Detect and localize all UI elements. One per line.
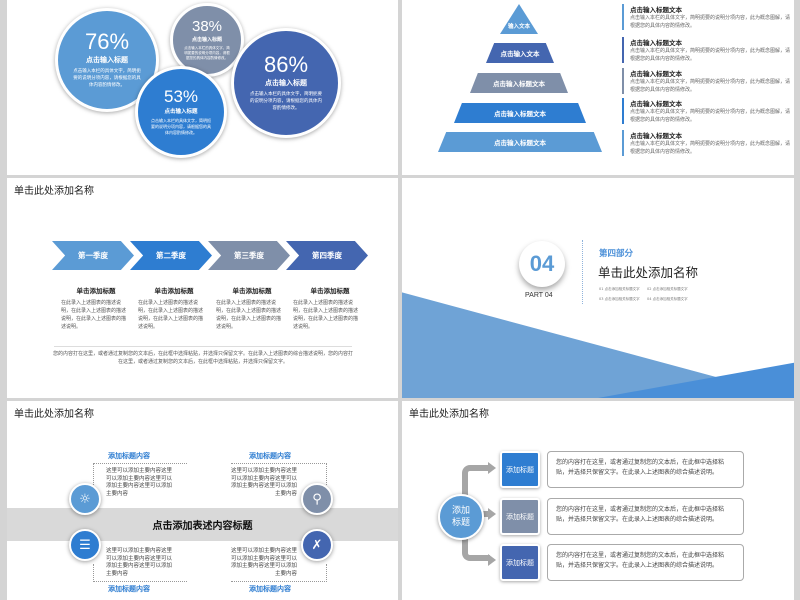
slide-thumbnail-3[interactable]: 单击此处添加名称 第一季度 第二季度 第三季度 第四季度 单击添加标题 单击添加… (7, 178, 398, 398)
stat-title: 点击输入标题 (86, 56, 128, 64)
quarter-desc: 在此录入上述图表的描述说明，在此录入上述图表的描述说明，在此录入上述图表的描述说… (61, 300, 127, 330)
stat-circle-86: 86% 点击输入标题 点击输入本栏的具体文字，简明扼要的说明分项内容，请根据您的… (231, 28, 341, 138)
quarter-heading: 单击添加标题 (310, 287, 350, 295)
tools-icon: ✗ (301, 529, 333, 561)
dotted-frame-bl (93, 564, 187, 582)
slide-thumbnail-1[interactable]: 76% 点击输入标题 点击输入本栏的具体文字，简明扼要的说明分项内容，请根据您的… (7, 0, 398, 175)
pyramid-tier-4: 点击输入标题文本 (454, 103, 586, 123)
quarter-heading: 单击添加标题 (76, 287, 116, 295)
stat-desc: 点击输入本栏的具体文字，简明扼要的说明分项内容，请根据您的具体内容酌情修改。 (249, 92, 322, 111)
stat-desc: 点击输入本栏的具体文字，简明扼要的说明分项内容，请根据您的具体内容酌情修改。 (184, 46, 230, 60)
section-number-circle: 04 (519, 241, 565, 287)
divider (54, 346, 352, 347)
row-label-1: 添加标题 (500, 451, 540, 488)
note-title: 点击输入标题文本 (630, 39, 682, 47)
slide-thumbnail-2[interactable]: 输入文本 点击输入文本 点击输入标题文本 点击输入标题文本 点击输入标题文本 点… (402, 0, 794, 175)
row-text-1: 您的内容打在这里，或者通过复制您的文本后，在此框中选择粘贴，并选择只保留文字。在… (547, 451, 744, 488)
stat-circle-53: 53% 点击输入标题 点击输入本栏的具体文字，简明扼要的说明分项内容，请根据您的… (135, 66, 227, 158)
stat-desc: 点击输入本栏的具体文字，简明扼要的说明分项内容，请根据您的具体内容酌情修改。 (151, 118, 211, 135)
pyramid-tier-2: 点击输入文本 (486, 43, 554, 63)
footer-text: 您的内容打在这里，或者通过复制您的文本后，在此框中选择粘贴，并选择只保留文字。在… (52, 351, 353, 365)
section-item: 03 点击添加相关标题文字 (599, 297, 640, 301)
magnifier-chart-icon: ⚲ (301, 483, 333, 515)
block-text: 这里可以添加主要内容这里可以添加主要内容这里可以添加主要内容这里可以添加主要内容 (106, 468, 173, 497)
dotted-frame-br (231, 564, 327, 582)
slide-title: 单击此处添加名称 (14, 409, 94, 420)
arrowhead (488, 462, 496, 474)
quarter-chevron-2: 第二季度 (130, 241, 212, 270)
slide-thumbnail-4[interactable]: 04 PART 04 第四部分 单击此处添加名称 01 点击添加相关标题文字 0… (402, 178, 794, 398)
pyramid-tier-1: 输入文本 (500, 4, 538, 34)
background-shape-left (402, 292, 794, 398)
section-item: 02 点击添加相关标题文字 (647, 287, 688, 291)
pyramid-tier-5: 点击输入标题文本 (438, 132, 602, 152)
stat-percent: 86% (263, 52, 309, 77)
clipboard-icon: ☰ (69, 529, 101, 561)
quarter-chevron-3: 第三季度 (208, 241, 290, 270)
block-heading: 添加标题内容 (249, 452, 291, 460)
block-heading: 添加标题内容 (108, 452, 150, 460)
note-desc: 点击输入本栏的具体文字，简明扼要的说明分项内容，此为概念图解，请根据您的具体内容… (630, 141, 791, 155)
lightbulb-icon: ☼ (69, 483, 101, 515)
stat-percent: 76% (84, 29, 130, 54)
note-desc: 点击输入本栏的具体文字，简明扼要的说明分项内容，此为概念图解，请根据您的具体内容… (630, 15, 791, 29)
note-desc: 点击输入本栏的具体文字，简明扼要的说明分项内容，此为概念图解，请根据您的具体内容… (630, 48, 791, 62)
note-title: 点击输入标题文本 (630, 6, 682, 14)
pyramid-note-2: 点击输入标题文本点击输入本栏的具体文字，简明扼要的说明分项内容，此为概念图解，请… (622, 37, 792, 63)
note-desc: 点击输入本栏的具体文字，简明扼要的说明分项内容，此为概念图解，请根据您的具体内容… (630, 79, 791, 93)
slide-thumbnail-6[interactable]: 单击此处添加名称 添加标题 添加标题 添加标题 添加标题 您的内容打在这里，或者… (402, 401, 794, 600)
dotted-frame-tr (231, 463, 327, 485)
block-text: 这里可以添加主要内容这里可以添加主要内容这里可以添加主要内容这里可以添加主要内容 (231, 468, 298, 497)
stat-circle-76: 76% 点击输入标题 点击输入本栏的具体文字，简明扼要的说明分项内容，请根据您的… (55, 8, 159, 112)
row-text-2: 您的内容打在这里，或者通过复制您的文本后，在此框中选择粘贴，并选择只保留文字。在… (547, 498, 744, 535)
arrowhead (488, 554, 496, 566)
title-band: 点击添加表述内容标题 (7, 508, 398, 541)
row-label-2: 添加标题 (500, 498, 540, 535)
slide-thumbnail-5[interactable]: 单击此处添加名称 点击添加表述内容标题 添加标题内容 添加标题内容 添加标题内容… (7, 401, 398, 600)
note-title: 点击输入标题文本 (630, 100, 682, 108)
slide-title: 单击此处添加名称 (14, 186, 94, 197)
quarter-desc: 在此录入上述图表的描述说明，在此录入上述图表的描述说明，在此录入上述图表的描述说… (293, 300, 359, 330)
quarter-chevron-1: 第一季度 (52, 241, 134, 270)
section-item: 01 点击添加相关标题文字 (599, 287, 640, 291)
row-text-3: 您的内容打在这里，或者通过复制您的文本后，在此框中选择粘贴，并选择只保留文字。在… (547, 544, 744, 581)
section-label: 第四部分 (599, 249, 634, 259)
stat-desc: 点击输入本栏的具体文字，简明扼要的说明分项内容，请根据您的具体内容酌情修改。 (73, 69, 141, 88)
quarter-desc: 在此录入上述图表的描述说明，在此录入上述图表的描述说明，在此录入上述图表的描述说… (138, 300, 204, 330)
block-heading: 添加标题内容 (249, 585, 291, 593)
slide-title: 单击此处添加名称 (409, 409, 489, 420)
vertical-divider (582, 240, 583, 304)
note-desc: 点击输入本栏的具体文字，简明扼要的说明分项内容，此为概念图解，请根据您的具体内容… (630, 109, 791, 123)
stat-title: 点击输入标题 (191, 37, 222, 43)
block-text: 这里可以添加主要内容这里可以添加主要内容这里可以添加主要内容这里可以添加主要内容 (106, 548, 173, 577)
connector-arrow-up (462, 465, 490, 495)
section-item: 04 点击添加相关标题文字 (647, 297, 688, 301)
part-label: PART 04 (525, 292, 553, 299)
connector-arrow-down (462, 537, 490, 561)
stat-title: 点击输入标题 (265, 79, 307, 87)
block-heading: 添加标题内容 (108, 585, 150, 593)
quarter-heading: 单击添加标题 (232, 287, 272, 295)
stat-title: 点击输入标题 (164, 109, 198, 115)
block-text: 这里可以添加主要内容这里可以添加主要内容这里可以添加主要内容这里可以添加主要内容 (231, 548, 298, 577)
stat-percent: 53% (163, 87, 199, 106)
quarter-heading: 单击添加标题 (154, 287, 194, 295)
note-title: 点击输入标题文本 (630, 132, 682, 140)
quarter-desc: 在此录入上述图表的描述说明，在此录入上述图表的描述说明，在此录入上述图表的描述说… (216, 300, 282, 330)
note-title: 点击输入标题文本 (630, 70, 682, 78)
row-label-3: 添加标题 (500, 544, 540, 581)
stat-percent: 38% (191, 18, 223, 35)
pyramid-note-5: 点击输入标题文本点击输入本栏的具体文字，简明扼要的说明分项内容，此为概念图解，请… (622, 130, 792, 156)
pyramid-note-1: 点击输入标题文本点击输入本栏的具体文字，简明扼要的说明分项内容，此为概念图解，请… (622, 4, 792, 30)
section-title: 单击此处添加名称 (598, 265, 699, 280)
center-circle: 添加标题 (438, 494, 484, 540)
arrowhead (488, 508, 496, 520)
quarter-chevron-4: 第四季度 (286, 241, 368, 270)
pyramid-note-4: 点击输入标题文本点击输入本栏的具体文字，简明扼要的说明分项内容，此为概念图解，请… (622, 98, 792, 124)
pyramid-tier-3: 点击输入标题文本 (470, 73, 568, 93)
dotted-frame-tl (93, 463, 187, 485)
arrowhead (482, 511, 488, 517)
pyramid-note-3: 点击输入标题文本点击输入本栏的具体文字，简明扼要的说明分项内容，此为概念图解，请… (622, 68, 792, 94)
